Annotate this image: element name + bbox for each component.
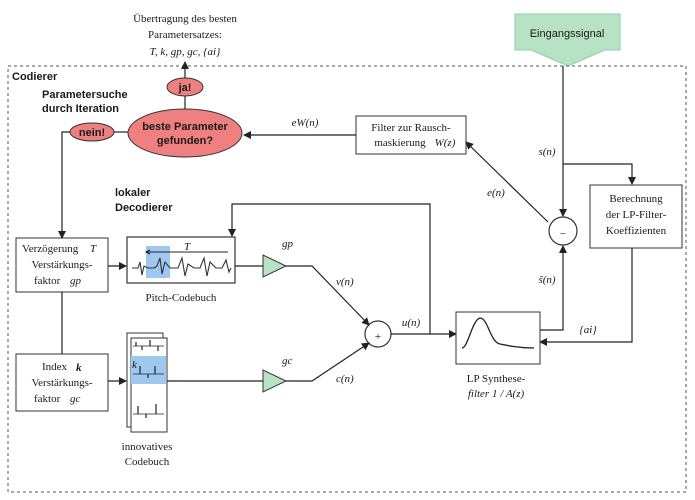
s-hat-line bbox=[540, 245, 567, 331]
lp-synth-line2: filter 1 / A(z) bbox=[468, 388, 525, 400]
transfer-line1: Übertragung des besten bbox=[133, 13, 237, 25]
c-label: c(n) bbox=[336, 373, 354, 385]
lp-calc-box bbox=[589, 184, 683, 249]
innov-line2: Codebuch bbox=[125, 456, 170, 468]
index-gain-box bbox=[15, 353, 109, 412]
gp-label: gp bbox=[282, 238, 294, 250]
decoder-line1: lokaler bbox=[115, 187, 151, 199]
lp-calc-line2: der LP-Filter- bbox=[606, 209, 667, 221]
delay-line3: faktor bbox=[34, 275, 61, 287]
delay-line2: Verstärkungs- bbox=[31, 259, 92, 271]
gc-label: gc bbox=[282, 355, 293, 367]
lp-calc-line3: Koeffizienten bbox=[606, 225, 667, 237]
s-to-lp-calc bbox=[563, 163, 636, 185]
lp-synth-box bbox=[455, 311, 541, 365]
delay-gain-box bbox=[15, 237, 109, 293]
decision-ellipse bbox=[127, 108, 243, 158]
delay-line1: Verzögerung bbox=[22, 243, 79, 255]
feedback-line bbox=[228, 203, 431, 334]
adder-sign: + bbox=[375, 331, 381, 343]
decision-line2: gefunden? bbox=[157, 135, 213, 147]
innov-codebook-front bbox=[130, 337, 168, 433]
u-label: u(n) bbox=[402, 317, 421, 329]
innov-line1: innovatives bbox=[122, 441, 173, 453]
iteration-line1: Parametersuche bbox=[42, 89, 128, 101]
pitch-lag-arrowhead bbox=[144, 249, 151, 255]
noise-filter-line1: Filter zur Rausch- bbox=[371, 122, 451, 134]
innov-pulses bbox=[135, 340, 159, 418]
gc-amplifier bbox=[262, 369, 288, 393]
iteration-line2: durch Iteration bbox=[42, 103, 119, 115]
delay-var3: gp bbox=[70, 275, 82, 287]
innov-k-mark: k bbox=[132, 359, 138, 371]
v-label: v(n) bbox=[336, 276, 354, 288]
noise-filter-line2: maskierung bbox=[374, 137, 426, 149]
c-line bbox=[286, 342, 370, 382]
yes-label: ja! bbox=[178, 82, 192, 94]
ew-label: eW(n) bbox=[292, 117, 319, 129]
input-signal-label: Eingangssignal bbox=[530, 28, 605, 40]
transfer-params: T, k, gp, gc, {ai} bbox=[150, 46, 222, 58]
ai-line bbox=[539, 248, 633, 346]
e-label: e(n) bbox=[487, 187, 505, 199]
decoder-line2: Decodierer bbox=[115, 202, 173, 214]
coder-title: Codierer bbox=[12, 71, 58, 83]
transfer-line2: Parametersatzes: bbox=[148, 29, 222, 41]
v-line bbox=[286, 265, 370, 326]
index-line2: Verstärkungs- bbox=[31, 377, 92, 389]
index-line1: Index bbox=[42, 361, 68, 373]
no-to-delay-line bbox=[58, 131, 70, 239]
subtractor-sign: − bbox=[560, 228, 566, 240]
s-hat-label: ŝ(n) bbox=[538, 274, 555, 286]
delay-var1: T bbox=[90, 243, 97, 255]
coder-frame bbox=[7, 65, 687, 493]
no-label: nein! bbox=[79, 127, 105, 139]
pitch-codebook-label: Pitch-Codebuch bbox=[146, 292, 217, 304]
input-signal-arrow bbox=[514, 13, 621, 67]
decision-line1: beste Parameter bbox=[142, 121, 228, 133]
index-var1: k bbox=[76, 362, 82, 374]
s-label: s(n) bbox=[538, 146, 555, 158]
noise-filter-func: W(z) bbox=[435, 137, 456, 149]
pitch-t-mark: T bbox=[184, 241, 191, 253]
lp-synth-line1: LP Synthese- bbox=[467, 373, 526, 385]
ai-label: {ai} bbox=[579, 324, 597, 336]
pitch-waveform bbox=[132, 255, 232, 277]
innov-highlight bbox=[131, 356, 166, 384]
lp-calc-line1: Berechnung bbox=[609, 193, 663, 205]
index-var3: gc bbox=[70, 393, 81, 405]
lp-synth-curve bbox=[461, 317, 535, 349]
gp-amplifier bbox=[262, 254, 288, 278]
index-line3: faktor bbox=[34, 393, 61, 405]
e-arrow bbox=[465, 141, 549, 223]
